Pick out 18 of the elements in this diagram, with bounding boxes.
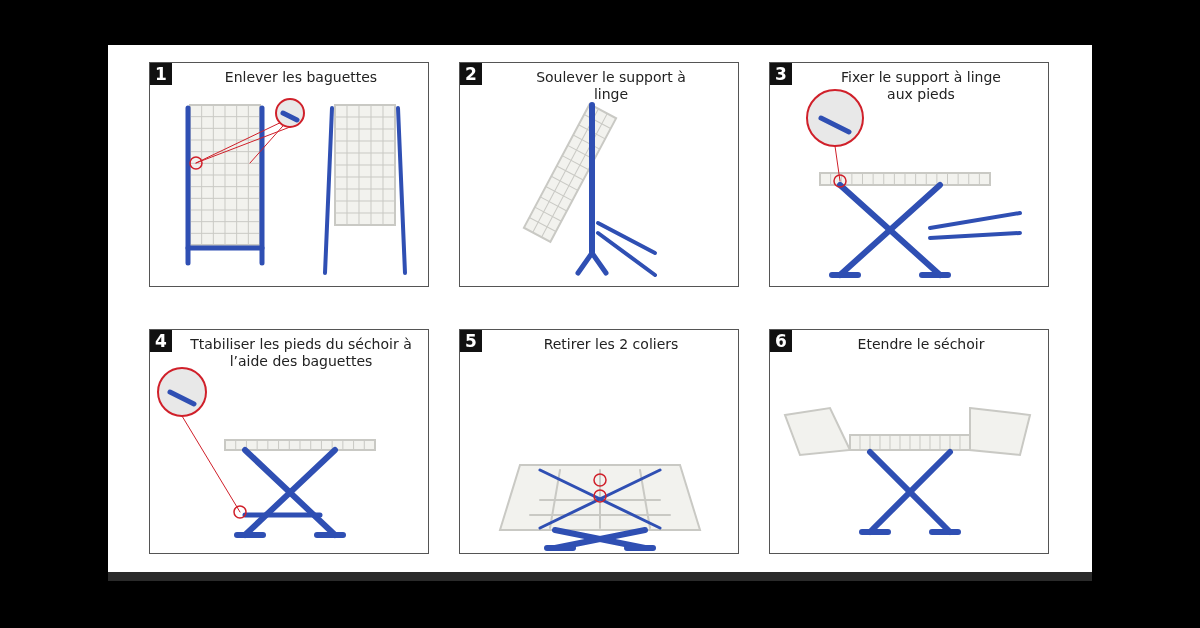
step-caption: Soulever le support à linge xyxy=(535,69,687,103)
step-panel xyxy=(459,329,739,554)
step-panel xyxy=(459,62,739,287)
step-caption: Ttabiliser les pieds du séchoir à l’aide des baguettes xyxy=(189,336,413,370)
step-number: 4 xyxy=(150,330,172,352)
step-number: 6 xyxy=(770,330,792,352)
step-caption: Retirer les 2 coliers xyxy=(542,336,680,353)
step-panel xyxy=(149,329,429,554)
step-number: 5 xyxy=(460,330,482,352)
step-caption: Fixer le support à linge aux pieds xyxy=(840,69,1002,103)
step-caption: Enlever les baguettes xyxy=(223,69,379,86)
step-number: 1 xyxy=(150,63,172,85)
step-panel xyxy=(769,62,1049,287)
step-number: 2 xyxy=(460,63,482,85)
step-caption: Etendre le séchoir xyxy=(856,336,986,353)
step-panel xyxy=(769,329,1049,554)
step-number: 3 xyxy=(770,63,792,85)
step-panel xyxy=(149,62,429,287)
